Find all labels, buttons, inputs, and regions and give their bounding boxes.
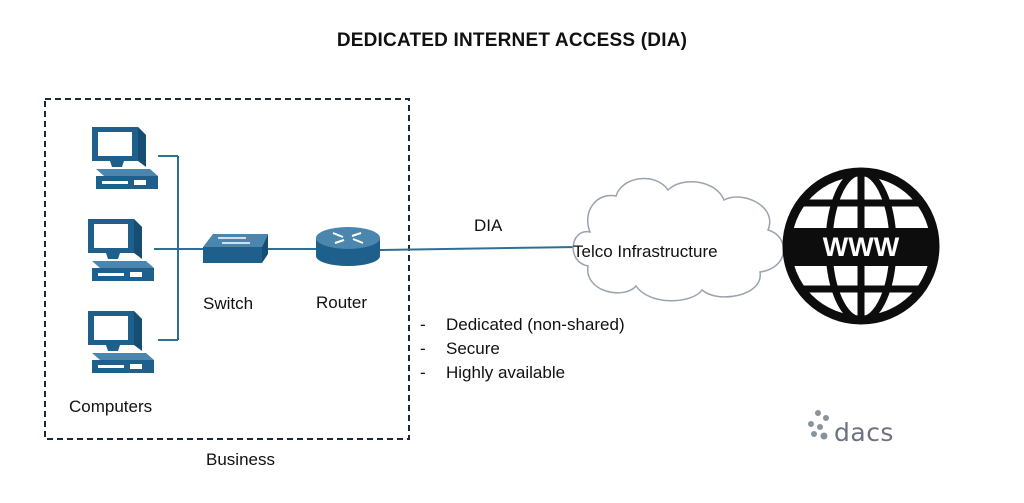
page-title: DEDICATED INTERNET ACCESS (DIA) — [336, 30, 688, 51]
business-boundary — [44, 98, 410, 440]
telco-cloud — [572, 177, 785, 302]
router-icon — [316, 227, 380, 266]
dia-link — [379, 246, 579, 251]
telco-label: Telco Infrastructure — [573, 242, 718, 261]
router-label: Router — [316, 293, 368, 312]
switch-label: Switch — [203, 294, 254, 313]
internet-label: WWW — [823, 232, 900, 262]
globe-icon — [782, 167, 940, 325]
feature-item: Secure — [420, 337, 625, 361]
business-label: Business — [206, 450, 275, 469]
computers-label: Computers — [69, 397, 153, 416]
feature-list: Dedicated (non-shared) Secure Highly ava… — [420, 313, 625, 385]
dia-link-label: DIA — [474, 216, 503, 235]
computer-icon — [88, 311, 154, 373]
feature-item: Dedicated (non-shared) — [420, 313, 625, 337]
computer-icon — [92, 127, 158, 189]
computer-icon — [88, 219, 154, 281]
switch-icon — [203, 234, 268, 263]
dacs-logo: dacs — [834, 418, 894, 447]
computer-wiring — [154, 155, 203, 341]
feature-item: Highly available — [420, 361, 625, 385]
dots-cluster-icon — [808, 410, 829, 440]
